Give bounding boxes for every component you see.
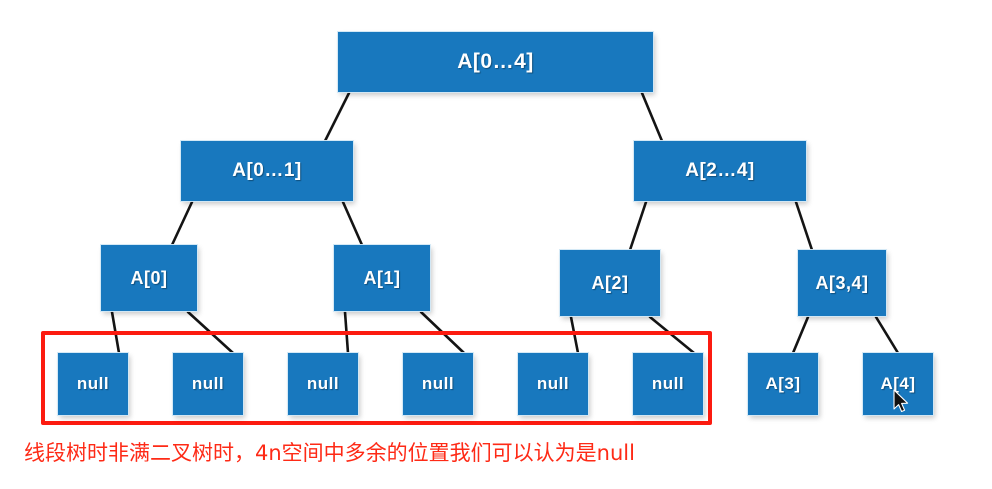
tree-node-n2[interactable]: A[2…4] xyxy=(634,141,806,201)
tree-node-n7[interactable]: null xyxy=(58,353,128,415)
null-region-highlight xyxy=(41,331,712,425)
tree-edge-n1-n4 xyxy=(341,200,364,247)
tree-node-n11[interactable]: null xyxy=(518,353,588,415)
tree-edge-n5-n11 xyxy=(569,315,580,355)
tree-node-n12[interactable]: null xyxy=(633,353,703,415)
tree-node-n1[interactable]: A[0…1] xyxy=(181,141,353,201)
tree-edge-n2-n5 xyxy=(628,200,648,252)
tree-node-n3[interactable]: A[0] xyxy=(101,245,197,311)
tree-edge-n0-n2 xyxy=(640,91,664,143)
tree-node-n4[interactable]: A[1] xyxy=(334,245,430,311)
tree-node-n8[interactable]: null xyxy=(173,353,243,415)
tree-node-n14[interactable]: A[4] xyxy=(863,353,933,415)
tree-node-n10[interactable]: null xyxy=(403,353,473,415)
tree-node-n0[interactable]: A[0…4] xyxy=(338,32,653,92)
tree-edge-n5-n12 xyxy=(648,315,696,355)
tree-node-n13[interactable]: A[3] xyxy=(748,353,818,415)
tree-edge-n0-n1 xyxy=(323,91,351,143)
tree-node-n9[interactable]: null xyxy=(288,353,358,415)
tree-edge-n2-n6 xyxy=(794,200,814,252)
tree-edge-n6-n14 xyxy=(874,315,900,355)
tree-edge-n1-n3 xyxy=(170,200,194,247)
caption-text: 线段树时非满二叉树时，4n空间中多余的位置我们可以认为是null xyxy=(24,441,635,465)
tree-edge-n6-n13 xyxy=(791,315,810,355)
tree-node-n6[interactable]: A[3,4] xyxy=(798,250,886,316)
tree-node-n5[interactable]: A[2] xyxy=(560,250,660,316)
